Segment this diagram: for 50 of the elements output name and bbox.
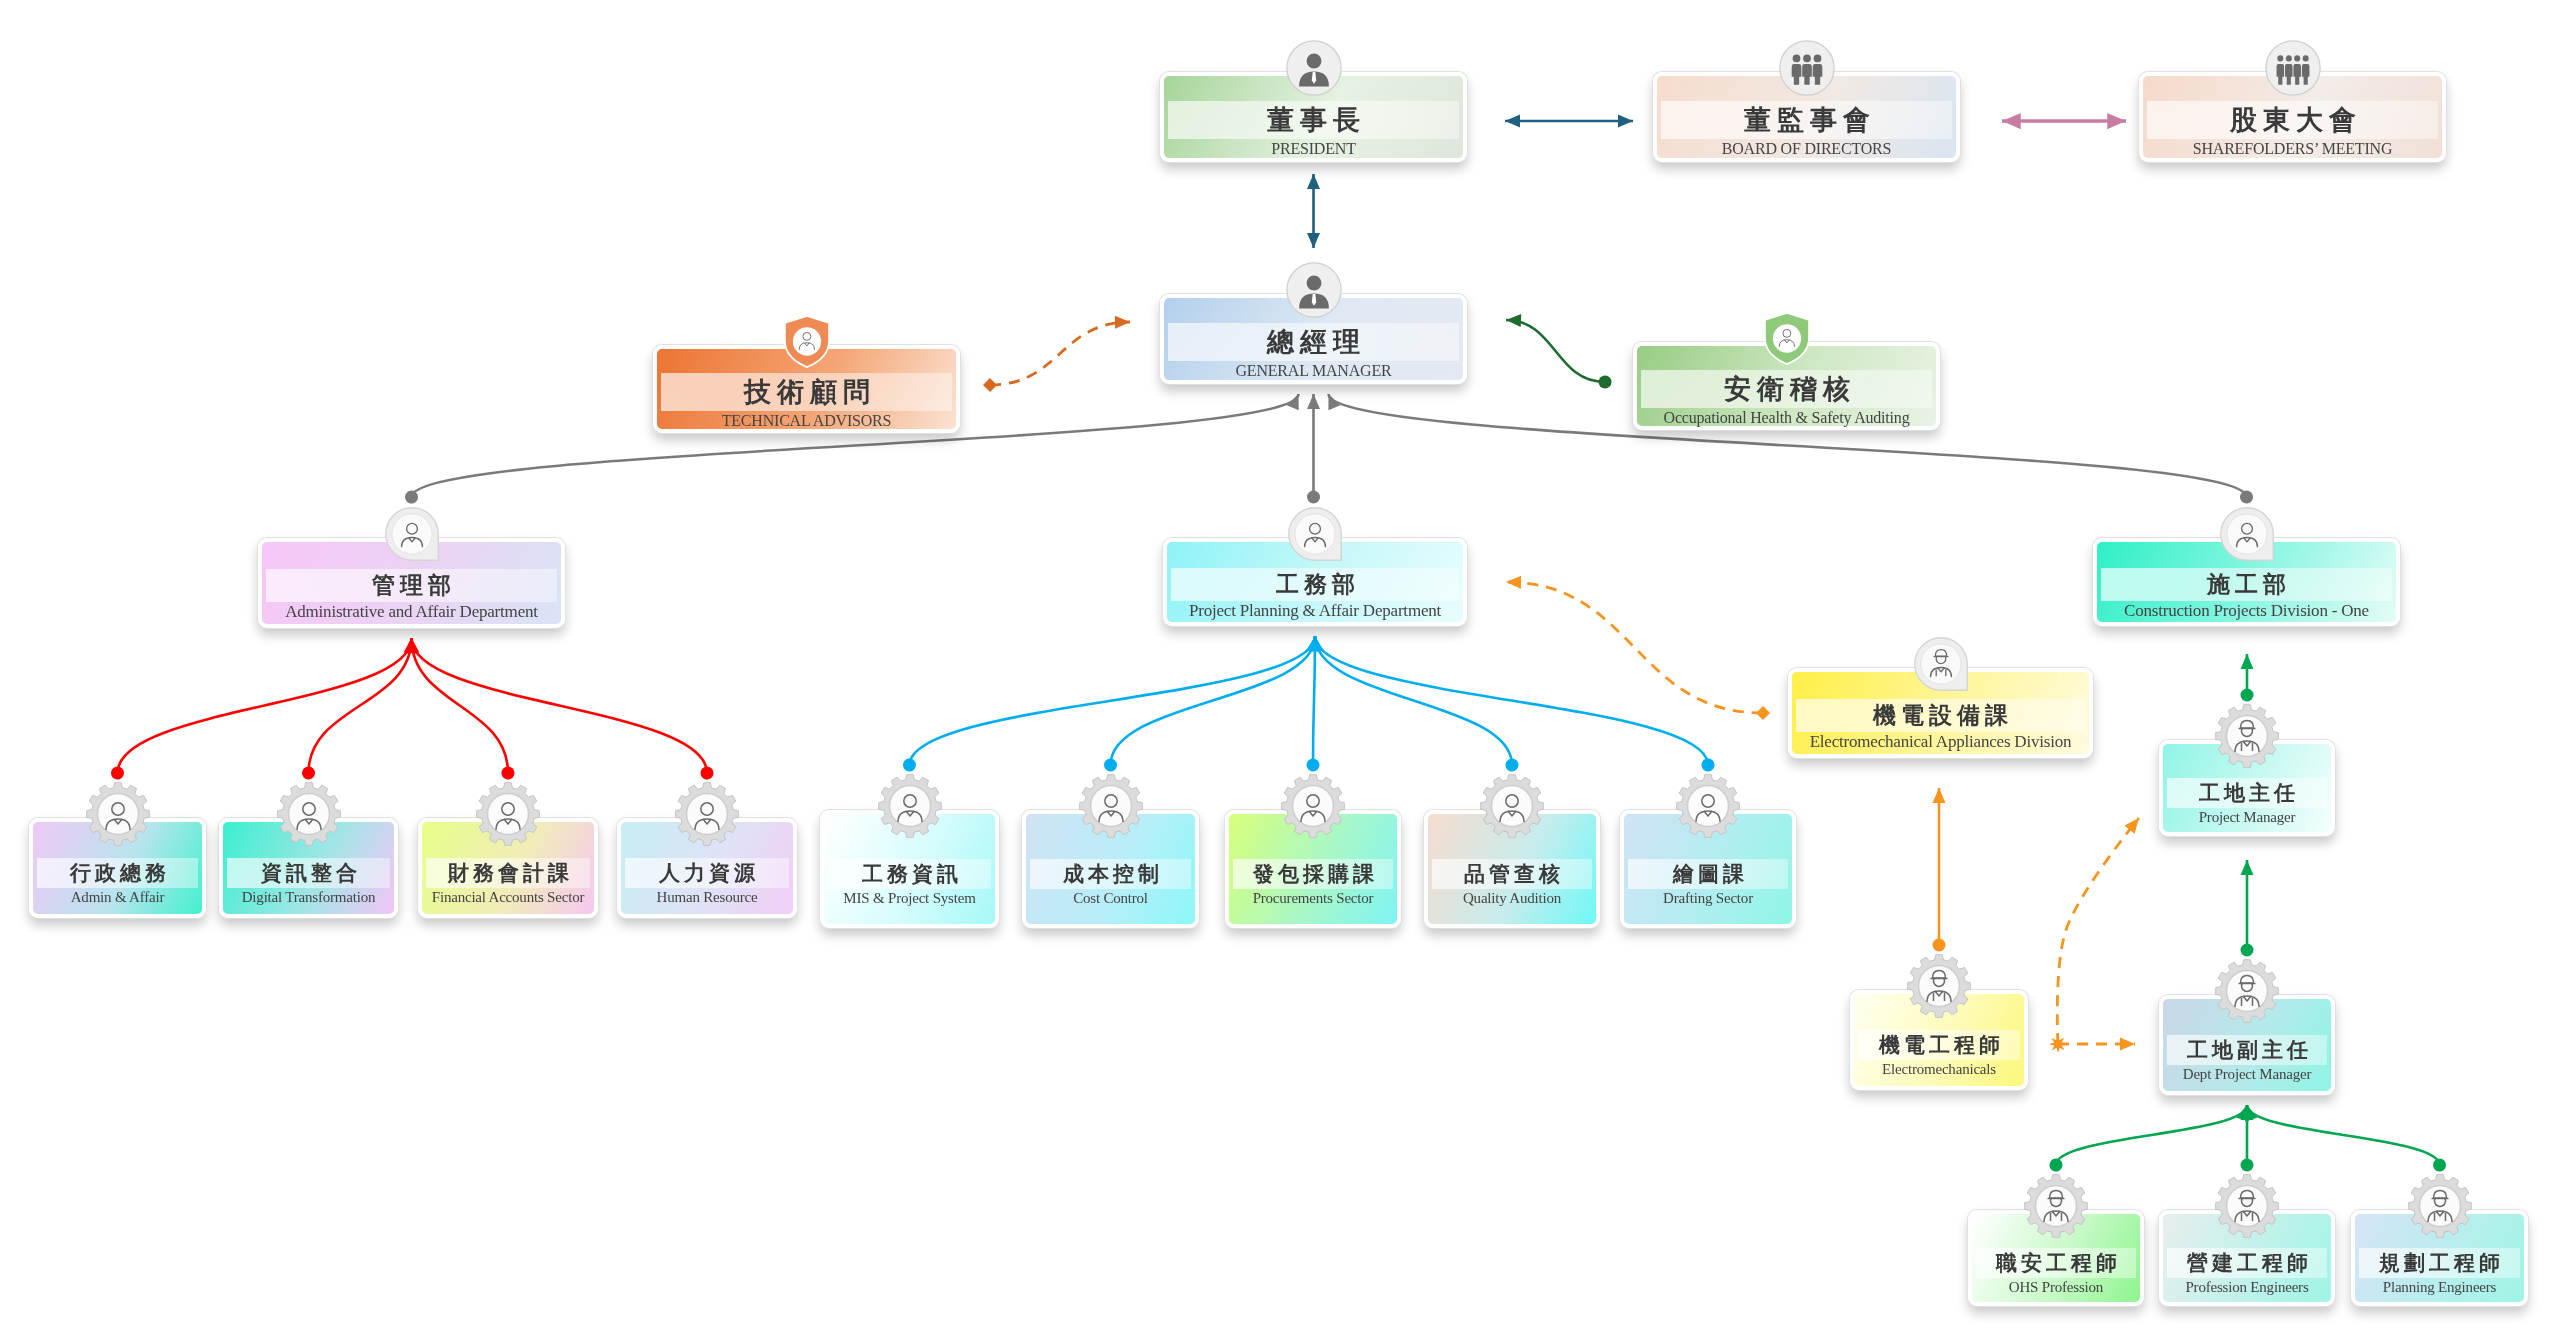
- position-title: 職安工程師: [1994, 1250, 2121, 1277]
- position-title: 施工部: [2205, 570, 2291, 599]
- position-title: 董監事會: [1742, 104, 1876, 137]
- position-title: 董事長: [1266, 104, 1366, 137]
- position-title: 股東大會: [2228, 104, 2362, 137]
- position-subtitle: Construction Projects Division - One: [2124, 599, 2369, 622]
- position-subtitle: Dept Project Manager: [2182, 1065, 2312, 1084]
- position-title: 成本控制: [1061, 861, 1163, 888]
- position-subtitle: Profession Engineers: [2185, 1278, 2309, 1297]
- position-subtitle: BOARD OF DIRECTORS: [1721, 139, 1892, 159]
- position-title: 技術顧問: [742, 375, 876, 409]
- position-title: 規劃工程師: [2378, 1250, 2504, 1277]
- position-subtitle: Admin & Affair: [70, 888, 165, 907]
- position-subtitle: Quality Audition: [1462, 889, 1562, 908]
- position-title: 機電工程師: [1877, 1032, 2004, 1059]
- position-subtitle: Occupational Health & Safety Auditing: [1663, 407, 1910, 428]
- position-title: 繪圖課: [1671, 861, 1748, 888]
- position-subtitle: SHAREFOLDERS’ MEETING: [2192, 139, 2393, 159]
- position-title: 品管查核: [1463, 861, 1564, 888]
- position-subtitle: Cost Control: [1073, 889, 1148, 908]
- position-title: 發包採購課: [1251, 861, 1378, 888]
- position-subtitle: PRESIDENT: [1271, 139, 1356, 159]
- position-title: 營建工程師: [2185, 1250, 2312, 1277]
- position-subtitle: Drafting Sector: [1663, 889, 1753, 908]
- position-subtitle: Planning Engineers: [2382, 1278, 2497, 1297]
- position-title: 行政總務: [68, 860, 170, 887]
- position-title: 機電設備課: [1871, 701, 2013, 730]
- position-subtitle: Administrative and Affair Department: [285, 600, 538, 623]
- position-subtitle: Project Manager: [2198, 808, 2296, 827]
- position-subtitle: Human Resource: [656, 888, 758, 907]
- position-title: 人力資源: [658, 860, 759, 887]
- position-title: 工地主任: [2198, 780, 2299, 807]
- position-subtitle: MIS & Project System: [843, 889, 976, 908]
- position-subtitle: Financial Accounts Sector: [431, 888, 585, 907]
- position-subtitle: GENERAL MANAGER: [1235, 361, 1392, 381]
- position-title: 財務會計課: [446, 860, 573, 887]
- position-subtitle: Procurements Sector: [1252, 889, 1374, 908]
- position-subtitle: Project Planning & Affair Department: [1188, 599, 1442, 622]
- position-subtitle: TECHNICAL ADVISORS: [721, 410, 892, 431]
- position-title: 管理部: [371, 571, 456, 600]
- position-title: 工務部: [1274, 570, 1360, 599]
- position-subtitle: Electromechanical Appliances Division: [1809, 730, 2072, 753]
- position-title: 工務資訊: [860, 861, 962, 888]
- position-title: 資訊整合: [259, 860, 361, 887]
- position-title: 工地副主任: [2185, 1037, 2312, 1064]
- position-subtitle: OHS Profession: [2008, 1278, 2104, 1297]
- position-title: 總經理: [1265, 326, 1366, 359]
- position-subtitle: Electromechanicals: [1882, 1060, 1996, 1079]
- position-subtitle: Digital Transformation: [241, 888, 376, 907]
- position-title: 安衛稽核: [1722, 372, 1856, 406]
